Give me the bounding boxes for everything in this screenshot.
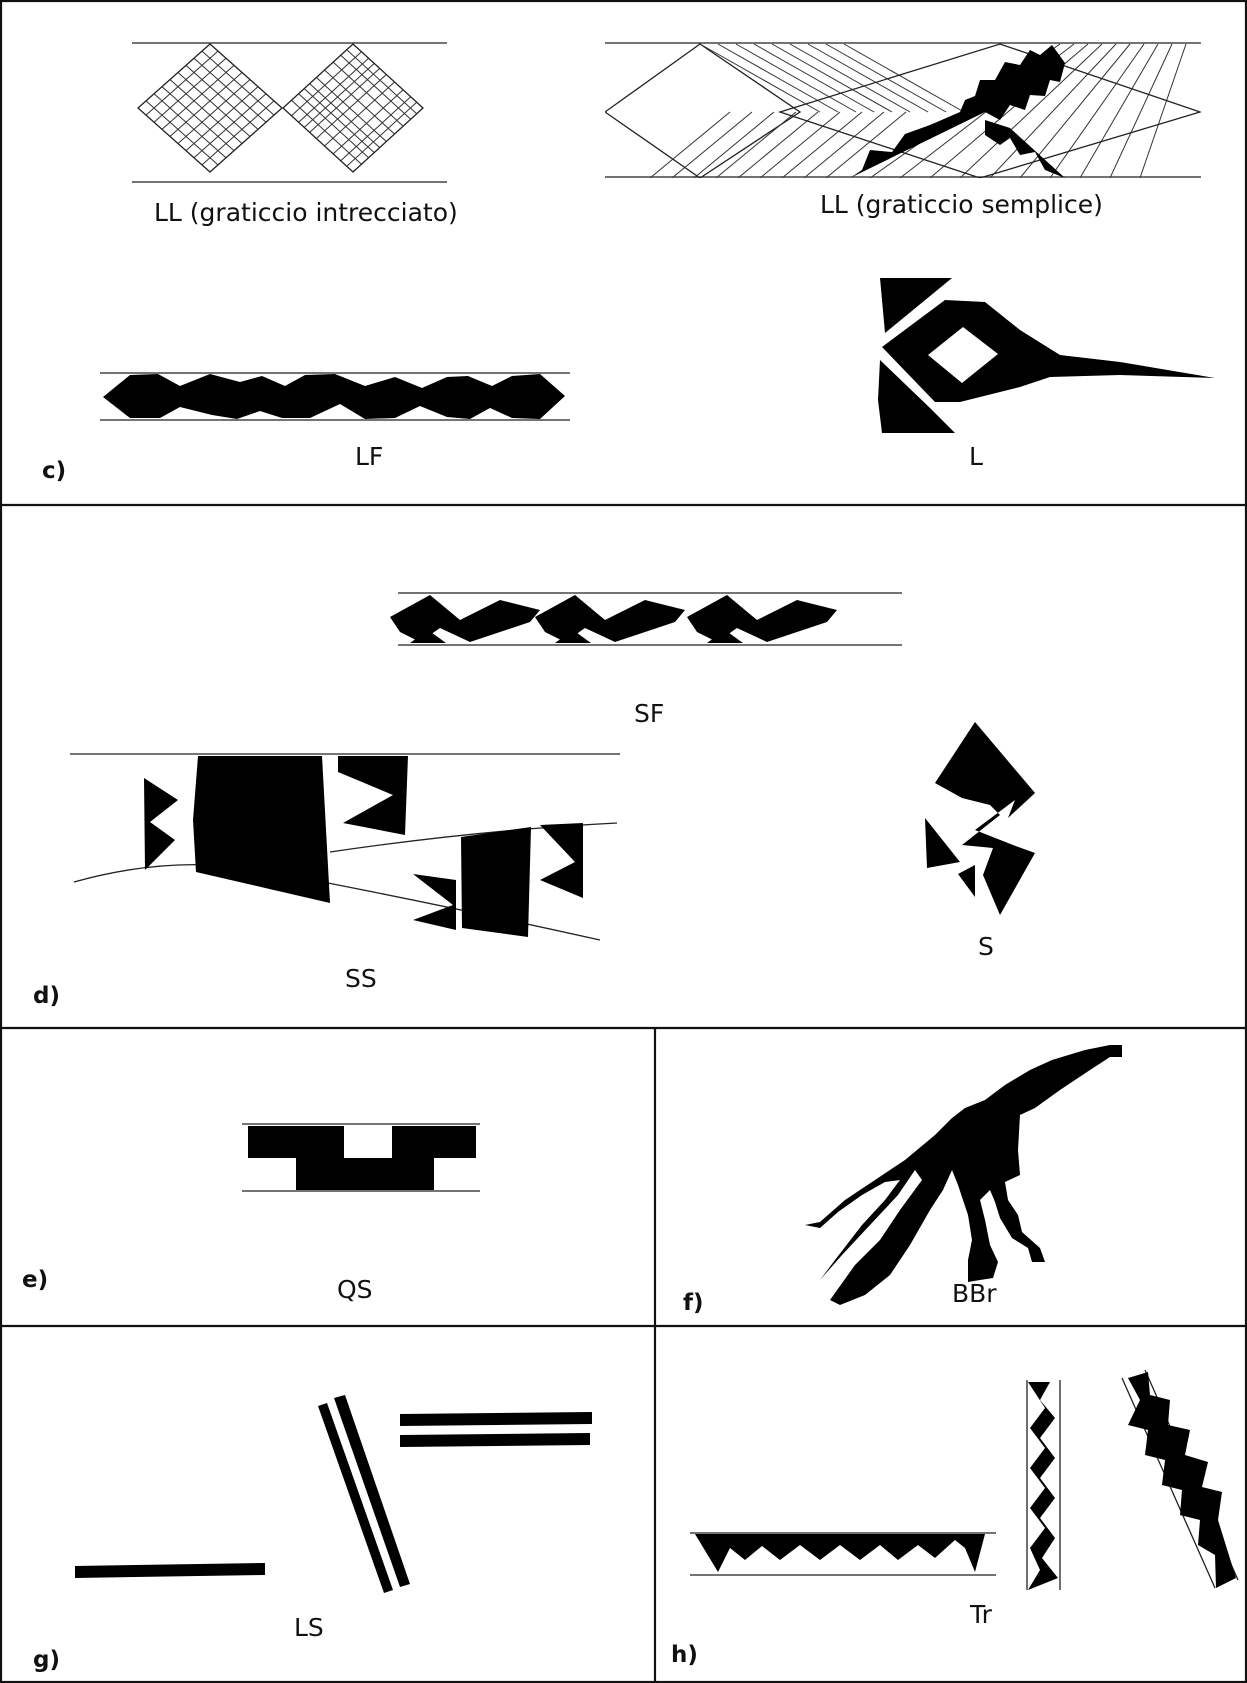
panel-f [805,1045,1122,1305]
label-s: S [978,932,994,961]
hatch-line [299,94,369,158]
l-motif [878,278,1215,433]
hatch-line [333,62,403,126]
hatch-line [804,112,884,178]
label-sf: SF [634,699,664,728]
label-ll-simple: LL (graticcio semplice) [820,190,1103,219]
panel-label-h: h) [671,1642,698,1668]
hatch-line [146,101,218,165]
label-l: L [969,442,983,471]
panel-label-g: g) [33,1647,60,1673]
hatch-line [826,44,946,112]
hatch-line [772,44,892,112]
hatch-line [325,82,395,146]
hatch-line [186,87,258,151]
label-qs: QS [337,1275,373,1304]
hatch-line [186,65,258,129]
hatch-line [694,112,774,178]
ss-motif [70,754,620,940]
hatch-line [162,65,234,129]
hatch-line [844,44,964,112]
panel-label-d: d) [33,983,60,1009]
hatch-line [162,87,234,151]
panel-d [70,593,1035,940]
label-lf: LF [355,442,383,471]
lf-motif [100,373,570,420]
panel-label-f: f) [683,1290,704,1316]
hatch-line [310,68,380,132]
hatch-line [310,84,380,148]
panel-label-e: e) [22,1267,48,1293]
hatch-line [347,102,417,166]
label-ls: LS [294,1613,324,1642]
hatch-line [760,112,840,178]
qs-checker-motif [242,1124,480,1191]
hatch-line [299,58,369,122]
label-ss: SS [345,964,377,993]
tr-wave-band-motif [690,1370,1238,1590]
bbr-branch-motif [805,1045,1122,1305]
hatch-line [716,112,796,178]
label-ll-woven: LL (graticcio intrecciato) [154,198,458,227]
hatch-line [700,44,820,112]
ll-simple-lattice-motif [605,43,1201,178]
panel-h [690,1370,1238,1590]
hatch-line [202,101,274,165]
hatch-line [333,90,403,154]
hatch-line [154,58,226,122]
hatch-line [347,50,417,114]
label-tr: Tr [969,1600,993,1629]
hatch-line [202,51,274,115]
hatch-line [178,80,250,144]
panel-g [75,1395,592,1593]
hatch-line [146,51,218,115]
hatch-line [194,94,266,158]
hatch-line [178,72,250,136]
panel-c [100,43,1215,433]
hatch-line [782,112,862,178]
panel-label-c: c) [42,458,66,484]
hatch-line [154,94,226,158]
sf-chevron-unit [687,595,837,642]
hatch-line [325,70,395,134]
hatch-line [170,80,242,144]
sf-chevron-unit [390,595,540,642]
hatch-line [718,44,838,112]
hatch-line [672,112,752,178]
hatch-line [808,44,928,112]
label-bbr: BBr [952,1279,997,1308]
sf-motif [390,593,902,645]
ls-stripes-motif [75,1395,592,1593]
panel-e [242,1124,480,1191]
s-motif [925,722,1035,915]
hatch-line [194,58,266,122]
hatch-line [736,44,856,112]
sf-chevron-unit [535,595,685,642]
hatch-line [170,72,242,136]
ll-woven-lattice-motif [132,43,447,182]
